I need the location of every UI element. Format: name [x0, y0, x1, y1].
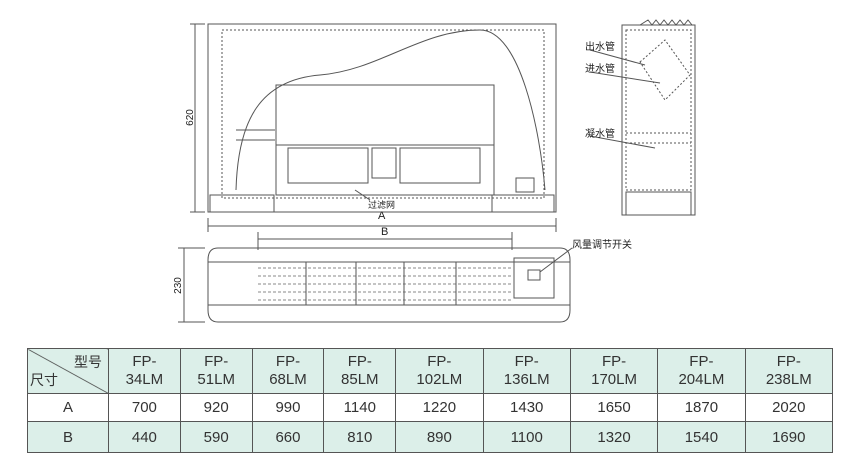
- model-prefix: FP-: [204, 353, 229, 370]
- cell: 810: [323, 421, 397, 453]
- cell: 920: [179, 393, 253, 422]
- dim-a-label: A: [378, 210, 386, 222]
- model-suffix: 136LM: [503, 371, 550, 388]
- cell: 1650: [569, 393, 659, 422]
- cell: 2020: [744, 393, 834, 422]
- unit-drawing: [178, 19, 696, 323]
- condensate-pipe-label: 凝水管: [585, 129, 615, 140]
- model-suffix: 51LM: [197, 371, 235, 388]
- model-prefix: FP-: [347, 353, 372, 370]
- cell: 1690: [744, 421, 834, 453]
- bottom-view: [178, 232, 573, 323]
- side-view: [589, 19, 696, 216]
- model-suffix: 170LM: [591, 371, 637, 388]
- model-prefix: FP-: [275, 353, 301, 370]
- model-suffix: 102LM: [416, 371, 463, 388]
- corner-model-label: 型号: [74, 354, 102, 370]
- front-view: [190, 23, 557, 232]
- corner-cell: 型号 尺寸: [27, 348, 109, 394]
- model-prefix: FP-: [132, 353, 157, 370]
- cell: 890: [395, 421, 484, 453]
- model-suffix: 34LM: [125, 371, 164, 388]
- cell: 1870: [657, 393, 746, 422]
- dim-height-bottom: 230: [172, 277, 184, 294]
- model-header: FP-102LM: [395, 348, 484, 394]
- corner-size-label: 尺寸: [30, 372, 58, 388]
- model-suffix: 204LM: [678, 371, 725, 388]
- cell: 1140: [323, 393, 397, 422]
- model-prefix: FP-: [427, 353, 452, 370]
- table-row-a: A 700 920 990 1140 1220 1430 1650 1870 2…: [27, 393, 834, 422]
- inlet-pipe-label: 进水管: [585, 64, 615, 75]
- cell: 1430: [482, 393, 571, 422]
- model-header: FP-68LM: [251, 348, 325, 394]
- header-row: 型号 尺寸 FP-34LM FP-51LM FP-68LM FP-85LM FP…: [27, 348, 834, 394]
- table-row-b: B 440 590 660 810 890 1100 1320 1540 169…: [27, 421, 834, 453]
- cell: 1540: [657, 421, 746, 453]
- model-header: FP-136LM: [482, 348, 571, 394]
- model-suffix: 85LM: [341, 371, 379, 388]
- model-header: FP-170LM: [569, 348, 659, 394]
- model-prefix: FP-: [514, 353, 539, 370]
- model-suffix: 238LM: [765, 371, 812, 388]
- cell: 440: [108, 421, 181, 453]
- cell: 990: [251, 393, 325, 422]
- dimension-table: 型号 尺寸 FP-34LM FP-51LM FP-68LM FP-85LM FP…: [27, 348, 834, 453]
- dim-height-front: 620: [184, 109, 196, 126]
- model-header: FP-238LM: [744, 348, 834, 394]
- model-suffix: 68LM: [269, 371, 307, 388]
- model-header: FP-34LM: [108, 348, 181, 394]
- cell: 1320: [569, 421, 659, 453]
- row-label: B: [27, 421, 109, 453]
- cell: 1100: [482, 421, 571, 453]
- model-prefix: FP-: [776, 353, 801, 370]
- model-header: FP-51LM: [179, 348, 253, 394]
- model-header: FP-204LM: [657, 348, 746, 394]
- filter-label: 过滤网: [368, 200, 396, 210]
- model-prefix: FP-: [601, 353, 627, 370]
- dim-b-label: B: [381, 226, 389, 238]
- model-header: FP-85LM: [323, 348, 397, 394]
- cell: 660: [251, 421, 325, 453]
- cell: 700: [108, 393, 181, 422]
- outlet-pipe-label: 出水管: [585, 42, 615, 53]
- cell: 590: [179, 421, 253, 453]
- cell: 1220: [395, 393, 484, 422]
- model-prefix: FP-: [689, 353, 714, 370]
- row-label: A: [27, 393, 109, 422]
- airflow-switch-label: 风量调节开关: [572, 240, 632, 251]
